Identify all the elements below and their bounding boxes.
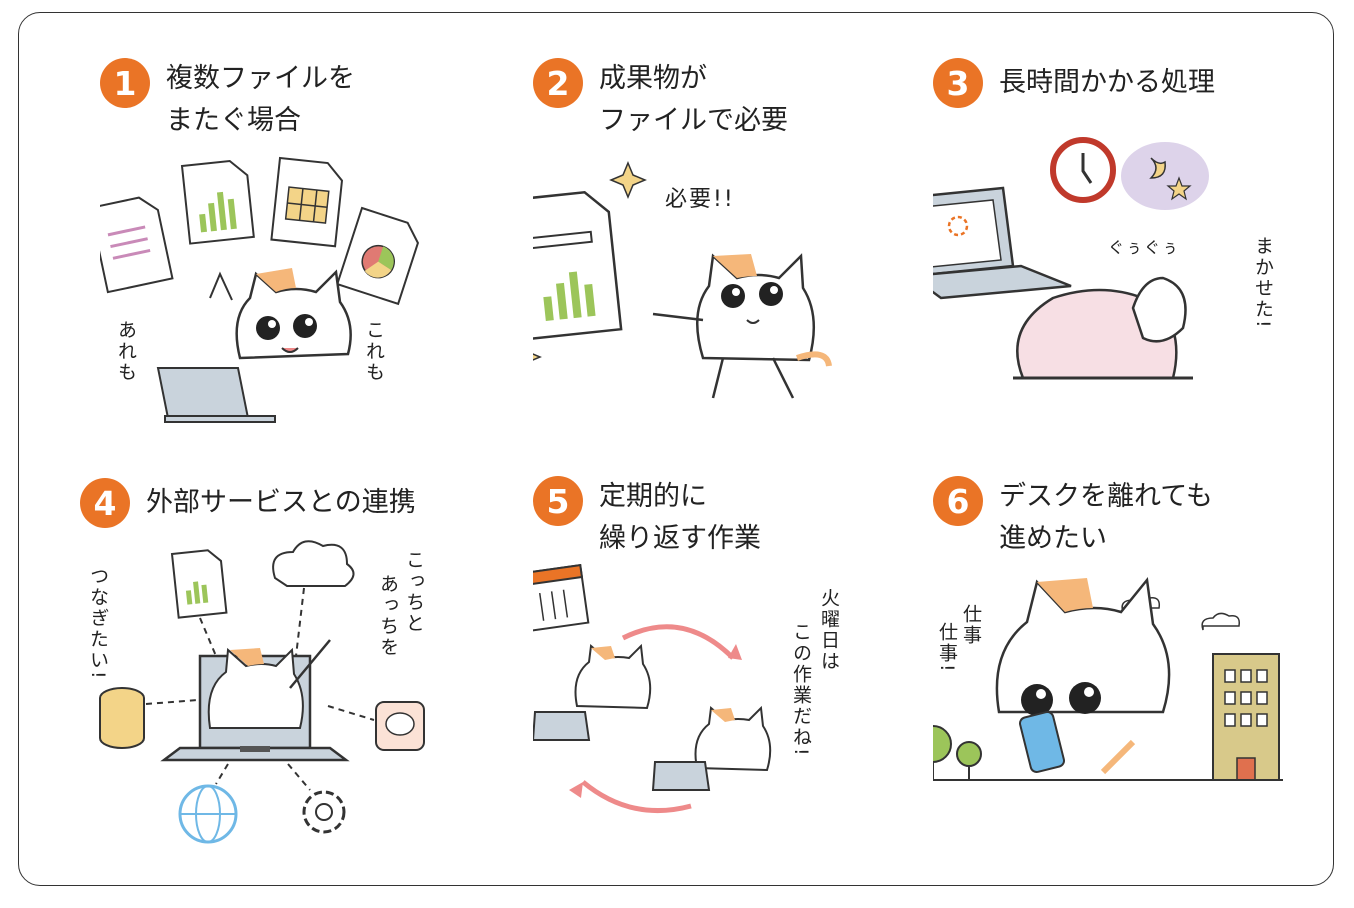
sparkle-icon	[609, 161, 647, 199]
note-acchi-wo: あっちを	[377, 574, 399, 658]
note-are-mo: あれも	[115, 320, 137, 383]
panel-1: 1 複数ファイルを またぐ場合	[100, 58, 540, 488]
globe-icon	[178, 784, 238, 844]
long-task-cat-illustration	[933, 137, 1209, 380]
panel-4: 4 外部サービスとの連携	[80, 478, 520, 908]
cloud-icon	[272, 540, 355, 587]
recurring-task-illustration	[533, 564, 772, 814]
step-number: 4	[80, 478, 130, 528]
step-title: 成果物が ファイルで必要	[599, 63, 788, 136]
smartphone-icon	[1019, 710, 1065, 774]
step-number: 2	[533, 58, 583, 108]
pie-chart-document-icon	[336, 206, 420, 306]
cat-with-phone-character	[995, 576, 1171, 775]
step-title: 複数ファイルを またぐ場合	[166, 63, 355, 136]
outer-frame	[18, 12, 1334, 886]
report-document-icon	[533, 190, 623, 341]
cat-at-laptop-1	[533, 643, 652, 741]
chat-icon	[375, 701, 425, 751]
cat-character	[207, 639, 331, 729]
note-hitsuyou: 必要!!	[665, 187, 735, 212]
note-kocchi-to: こっちと	[403, 550, 425, 634]
step-number: 3	[933, 58, 983, 108]
spreadsheet-document-icon	[270, 156, 344, 248]
laptop-loading-icon	[933, 186, 1072, 300]
sparkle-icon	[533, 353, 542, 361]
bar-chart-document-icon	[180, 159, 255, 245]
cycle-arrow-bottom	[581, 780, 692, 814]
coins-icon	[99, 687, 145, 749]
deliverable-cat-illustration	[533, 161, 832, 399]
trees-icon	[933, 725, 982, 780]
note-kayoubi-wa: 火曜日は	[818, 588, 840, 672]
note-kore-mo: これも	[363, 320, 385, 383]
clock-icon	[1050, 137, 1116, 203]
cycle-arrow-top	[621, 624, 735, 660]
cat-at-laptop-2	[651, 705, 772, 791]
note-kono-sagyou: この作業だね!	[790, 622, 812, 758]
cloud-icon	[1201, 612, 1241, 631]
note-tsunagitai: つなぎたい!	[87, 566, 109, 681]
step-number: 6	[933, 476, 983, 526]
step-title: 定期的に 繰り返す作業	[599, 481, 761, 554]
step-title: 外部サービスとの連携	[146, 487, 416, 518]
panel-3: 3 長時間かかる処理 ぐぅぐぅ まかせた!	[933, 58, 1354, 488]
calendar-icon	[533, 564, 590, 635]
panel-6: 6 デスクを離れても 進めたい	[933, 476, 1354, 906]
note-shigoto-2: 仕事!	[936, 622, 958, 674]
night-cloud-icon	[1121, 142, 1209, 210]
cat-character	[652, 253, 832, 399]
note-makaseta: まかせた!	[1252, 236, 1274, 330]
cat-character	[209, 268, 352, 360]
panel-2: 2 成果物が ファイルで必要 必要!!	[533, 58, 973, 488]
step-number: 5	[533, 476, 583, 526]
panel-5: 5 定期的に 繰り返す作業 火曜日は	[533, 476, 973, 906]
step-title: デスクを離れても 進めたい	[999, 481, 1213, 554]
remote-work-cat-illustration	[933, 576, 1283, 781]
document-icon	[170, 549, 228, 619]
sleeping-cat-character	[1013, 276, 1193, 380]
note-guu-guu: ぐぅぐぅ	[1108, 238, 1181, 257]
list-document-icon	[100, 196, 174, 294]
connection-lines	[145, 587, 375, 791]
integration-cat-illustration	[99, 540, 425, 844]
files-cat-illustration	[100, 156, 420, 423]
building-icon	[1212, 653, 1280, 781]
note-shigoto-1: 仕事	[960, 604, 982, 646]
step-title: 長時間かかる処理	[999, 67, 1215, 98]
gear-icon	[302, 790, 346, 834]
step-number: 1	[100, 58, 150, 108]
laptop-icon	[156, 367, 276, 423]
